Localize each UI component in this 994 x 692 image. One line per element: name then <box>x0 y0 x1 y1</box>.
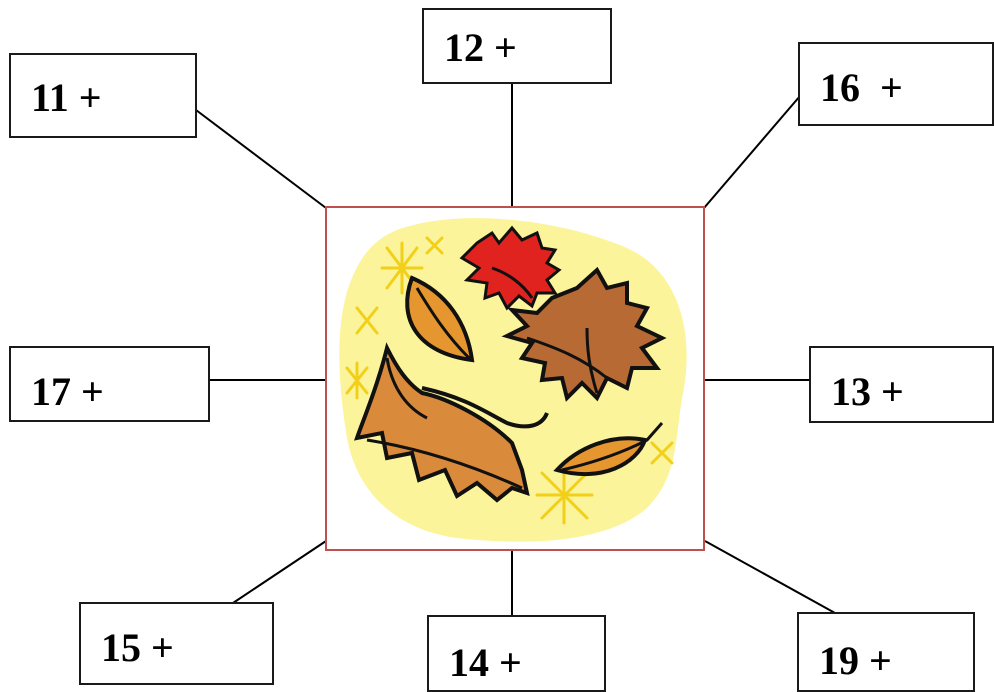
connector-15 <box>232 540 327 604</box>
orange-leaf-large-icon <box>354 342 530 503</box>
box-16: 16 + <box>798 42 994 126</box>
box-17-label: 17 + <box>31 369 104 414</box>
box-19: 19 + <box>797 612 975 692</box>
box-16-label: 16 + <box>820 65 903 110</box>
sparkles <box>345 236 674 525</box>
connector-19 <box>704 540 836 614</box>
box-11-label: 11 + <box>31 75 102 120</box>
box-12-label: 12 + <box>444 25 517 70</box>
autumn-leaves-clipart <box>339 218 687 542</box>
box-19-label: 19 + <box>819 638 892 683</box>
box-13: 13 + <box>809 346 994 423</box>
box-12: 12 + <box>422 8 612 84</box>
box-14: 14 + <box>427 615 606 692</box>
box-11: 11 + <box>9 53 197 138</box>
box-14-label: 14 + <box>449 640 522 685</box>
box-13-label: 13 + <box>831 369 904 414</box>
box-17: 17 + <box>9 346 210 422</box>
connector-16 <box>703 95 801 209</box>
autumn-leaves-image <box>325 206 705 551</box>
red-leaf-icon <box>459 225 562 311</box>
box-15: 15 + <box>79 602 274 685</box>
box-15-label: 15 + <box>101 625 174 670</box>
connector-11 <box>195 109 327 209</box>
